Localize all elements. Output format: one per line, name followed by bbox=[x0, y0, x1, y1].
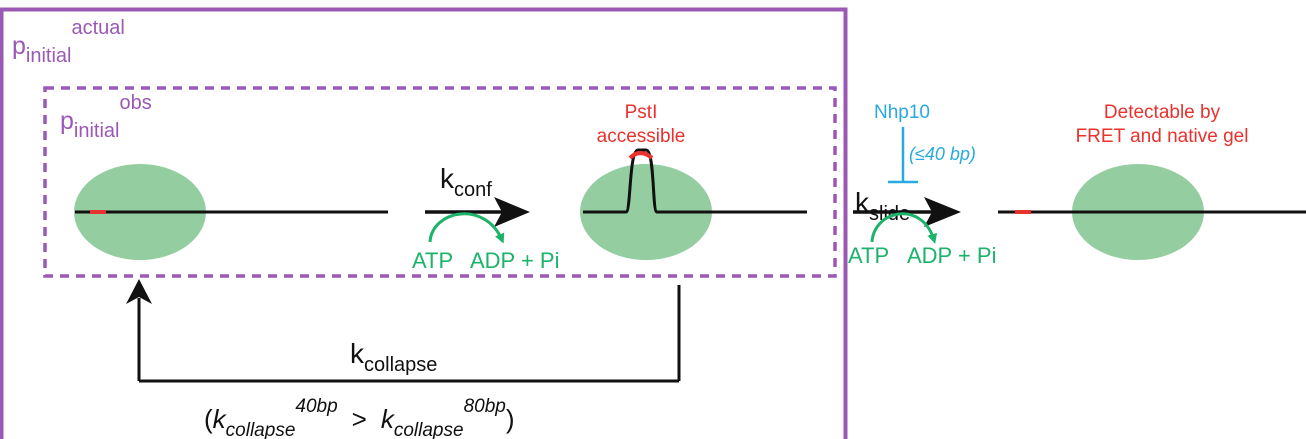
red-mark-accessible bbox=[628, 151, 654, 160]
atp-label-1: ATP bbox=[412, 248, 453, 273]
k-slide-arrowhead bbox=[924, 197, 961, 227]
detectable-label-line2: FRET and native gel bbox=[1076, 126, 1249, 147]
dna-loop bbox=[583, 148, 807, 214]
detectable-label-line1: Detectable by bbox=[1104, 102, 1221, 123]
atp-label-2: ATP bbox=[848, 243, 889, 268]
collapse-inequality: (kcollapse40bp>kcollapse80bp) bbox=[204, 396, 515, 439]
p-actual-box bbox=[0, 7, 848, 439]
nhp10-label: Nhp10 bbox=[874, 102, 930, 123]
k-conf-label: kconf bbox=[440, 163, 492, 201]
p-obs-box bbox=[43, 86, 837, 278]
k-conf-arrowhead bbox=[494, 197, 530, 227]
atp-curve-1 bbox=[428, 212, 505, 244]
nucleosome-accessible bbox=[580, 164, 712, 260]
atp-curve-2 bbox=[870, 212, 938, 244]
p-obs-label: pinitialobs bbox=[60, 92, 152, 142]
adp-label-1: ADP + Pi bbox=[470, 248, 559, 273]
pstl-label-line1: PstI bbox=[625, 102, 658, 123]
p-actual-label: pinitialactual bbox=[12, 17, 125, 67]
nhp10-range-label: (≤40 bp) bbox=[909, 144, 976, 164]
pstl-label-line2: accessible bbox=[597, 126, 686, 147]
k-collapse-label: kcollapse bbox=[350, 338, 437, 376]
adp-label-2: ADP + Pi bbox=[907, 243, 996, 268]
collapse-arrowhead bbox=[126, 279, 152, 304]
